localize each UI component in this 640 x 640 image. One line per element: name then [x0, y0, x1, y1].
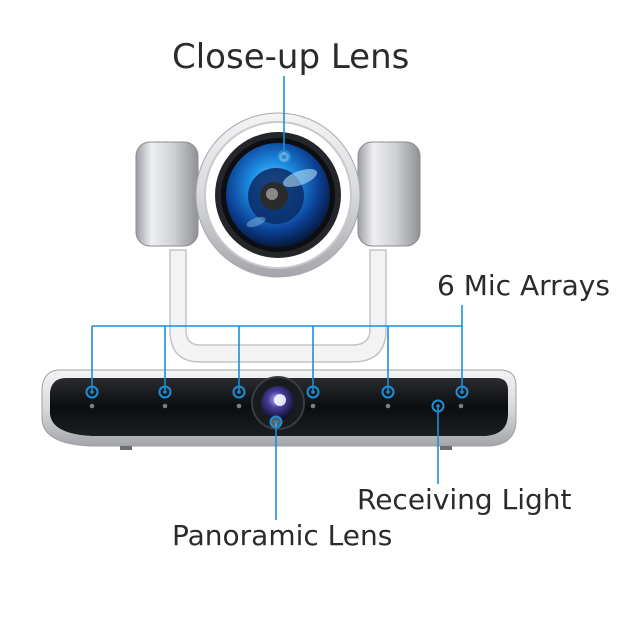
label-receiving-light: Receiving Light [357, 483, 572, 516]
closeup-lens-glass [226, 143, 330, 247]
callouts [91, 76, 463, 520]
camera-yoke [169, 249, 387, 363]
label-panoramic-lens: Panoramic Lens [172, 519, 393, 552]
callout-markers [85, 150, 469, 429]
mic-holes [89, 403, 464, 409]
label-mic-arrays: 6 Mic Arrays [437, 269, 610, 302]
label-closeup-lens: Close-up Lens [172, 37, 410, 77]
panoramic-lens-glass [251, 376, 305, 430]
